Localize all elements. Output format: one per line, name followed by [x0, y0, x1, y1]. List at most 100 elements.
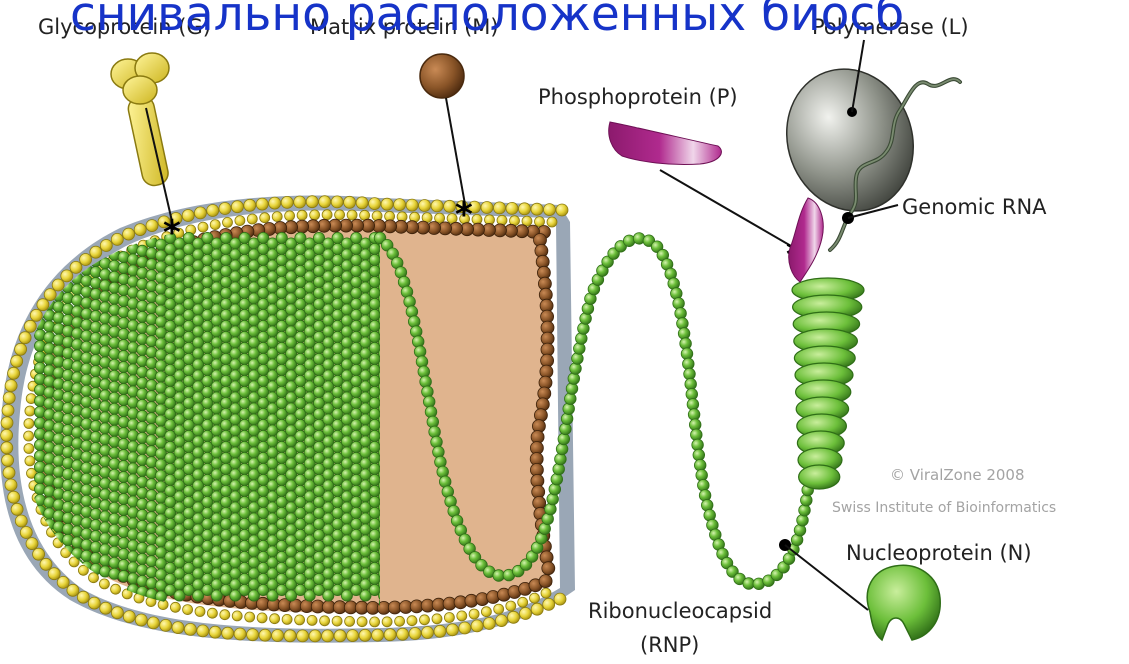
- lipid-bead: [30, 309, 42, 321]
- lipid-bead: [357, 617, 367, 627]
- lipid-bead: [272, 630, 284, 642]
- lipid-bead: [319, 196, 331, 208]
- lipid-bead: [494, 202, 506, 214]
- rnp-bead: [410, 326, 422, 338]
- lipid-bead: [506, 202, 518, 214]
- rnp-bead: [696, 469, 708, 481]
- lipid-bead: [135, 614, 147, 626]
- rnp-bead: [422, 386, 434, 398]
- nucleoprotein-label: Nucleoprotein (N): [846, 541, 1032, 565]
- lipid-bead: [409, 628, 421, 640]
- lipid-bead: [520, 608, 532, 620]
- lipid-bead: [25, 456, 35, 466]
- lipid-bead: [306, 196, 318, 208]
- lipid-bead: [245, 612, 255, 622]
- lipid-bead: [284, 630, 296, 642]
- ribonucleocapsid-label: Ribonucleocapsid: [588, 599, 772, 623]
- lipid-bead: [219, 203, 231, 215]
- lipid-bead: [11, 503, 23, 515]
- rnp-bead: [568, 373, 580, 385]
- lipid-bead: [15, 343, 27, 355]
- lipid-bead: [481, 202, 493, 214]
- lipid-bead: [297, 630, 309, 642]
- lipid-bead: [1, 429, 13, 441]
- rnp-bead: [429, 426, 441, 438]
- watermark-line2: Swiss Institute of Bioinformatics: [832, 500, 1056, 516]
- rnp-bead: [427, 416, 439, 428]
- lipid-bead: [210, 220, 220, 230]
- genomic-rna-label: Genomic RNA: [902, 195, 1047, 219]
- lipid-bead: [223, 217, 233, 227]
- lipid-bead: [234, 628, 246, 640]
- lipid-bead: [272, 212, 282, 222]
- rnp-bead: [408, 316, 420, 328]
- lipid-bead: [543, 598, 555, 610]
- lipid-bead: [195, 607, 205, 617]
- lipid-bead: [222, 627, 234, 639]
- lipid-bead: [134, 224, 146, 236]
- rnp-bead: [566, 383, 578, 395]
- rnp-bead: [412, 336, 424, 348]
- rnp-bead: [549, 483, 561, 495]
- lipid-bead: [281, 196, 293, 208]
- lipid-bead: [382, 617, 392, 627]
- rnp-bead: [416, 356, 428, 368]
- lipid-bead: [5, 479, 17, 491]
- lipid-bead: [99, 579, 109, 589]
- rnp-bead: [431, 436, 443, 448]
- lipid-bead: [57, 576, 69, 588]
- lipid-bead: [260, 213, 270, 223]
- lipid-bead: [194, 207, 206, 219]
- lipid-bead: [431, 200, 443, 212]
- lipid-bead: [419, 200, 431, 212]
- lipid-bead: [247, 629, 259, 641]
- lipid-bead: [184, 623, 196, 635]
- lipid-bead: [535, 217, 545, 227]
- lipid-bead: [256, 198, 268, 210]
- lipid-bead: [209, 626, 221, 638]
- lipid-bead: [77, 591, 89, 603]
- rnp-bead: [673, 298, 685, 310]
- ribonucleocapsid-abbr-label: (RNP): [640, 633, 699, 657]
- lipid-bead: [24, 444, 34, 454]
- lipid-bead: [100, 602, 112, 614]
- lipid-bead: [332, 616, 342, 626]
- lipid-bead: [459, 622, 471, 634]
- lipid-bead: [170, 602, 180, 612]
- rnp-bead: [570, 363, 582, 375]
- lipid-bead: [88, 597, 100, 609]
- rnp-bead: [698, 480, 710, 492]
- lipid-bead: [244, 199, 256, 211]
- rnp-bead: [560, 423, 572, 435]
- lipid-bead: [90, 246, 102, 258]
- rnp-bead: [693, 449, 705, 461]
- rnp-bead: [414, 346, 426, 358]
- lipid-bead: [397, 628, 409, 640]
- lipid-bead: [322, 210, 332, 220]
- lipid-bead: [40, 558, 52, 570]
- rnp-bead: [578, 323, 590, 335]
- watermark-line1: © ViralZone 2008: [890, 466, 1025, 484]
- lipid-bead: [496, 615, 508, 627]
- rnp-bead: [563, 403, 575, 415]
- lipid-bead: [541, 588, 551, 598]
- lipid-bead: [531, 603, 543, 615]
- lipid-bead: [61, 270, 73, 282]
- rnp-bead: [551, 473, 563, 485]
- lipid-bead: [25, 406, 35, 416]
- lipid-bead: [320, 616, 330, 626]
- lipid-bead: [100, 240, 112, 252]
- lipid-bead: [37, 299, 49, 311]
- lipid-bead: [172, 622, 184, 634]
- lipid-bead: [207, 205, 219, 217]
- matrix-bead: [542, 562, 555, 575]
- lipid-bead: [198, 222, 208, 232]
- helical-nucleocapsid-stack: [792, 278, 864, 489]
- lipid-bead: [406, 199, 418, 211]
- lipid-bead: [257, 613, 267, 623]
- svg-text:*: *: [455, 195, 473, 235]
- lipid-bead: [67, 584, 79, 596]
- lipid-bead: [24, 431, 34, 441]
- lipid-bead: [420, 615, 430, 625]
